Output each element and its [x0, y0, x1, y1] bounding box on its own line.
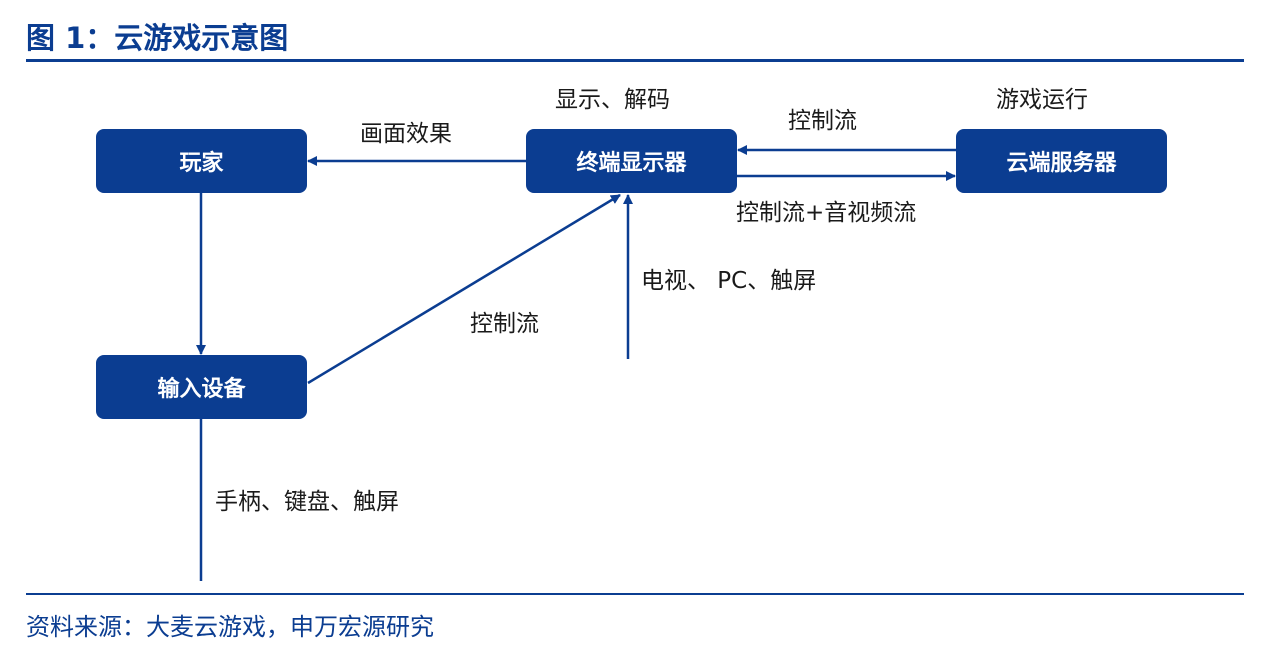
- source-divider: [26, 593, 1244, 595]
- arrow-input-to-terminal: [307, 193, 621, 385]
- label-display-decode: 显示、解码: [555, 87, 670, 113]
- label-input-devices: 手柄、键盘、触屏: [215, 489, 399, 515]
- figure-title: 图 1：云游戏示意图: [26, 21, 289, 55]
- node-terminal-display: 终端显示器: [526, 129, 737, 193]
- label-control-av-flow: 控制流+音视频流: [736, 200, 917, 226]
- source-note: 资料来源：大麦云游戏，申万宏源研究: [26, 613, 434, 641]
- label-control-flow-top: 控制流: [788, 108, 857, 134]
- label-game-running: 游戏运行: [996, 87, 1088, 113]
- label-control-flow-mid: 控制流: [470, 311, 539, 337]
- node-input-device: 输入设备: [96, 355, 307, 419]
- node-cloud-server: 云端服务器: [956, 129, 1167, 193]
- label-picture-effect: 画面效果: [360, 121, 452, 147]
- title-divider: [26, 59, 1244, 62]
- label-terminal-devices: 电视、 PC、触屏: [641, 268, 817, 294]
- node-player: 玩家: [96, 129, 307, 193]
